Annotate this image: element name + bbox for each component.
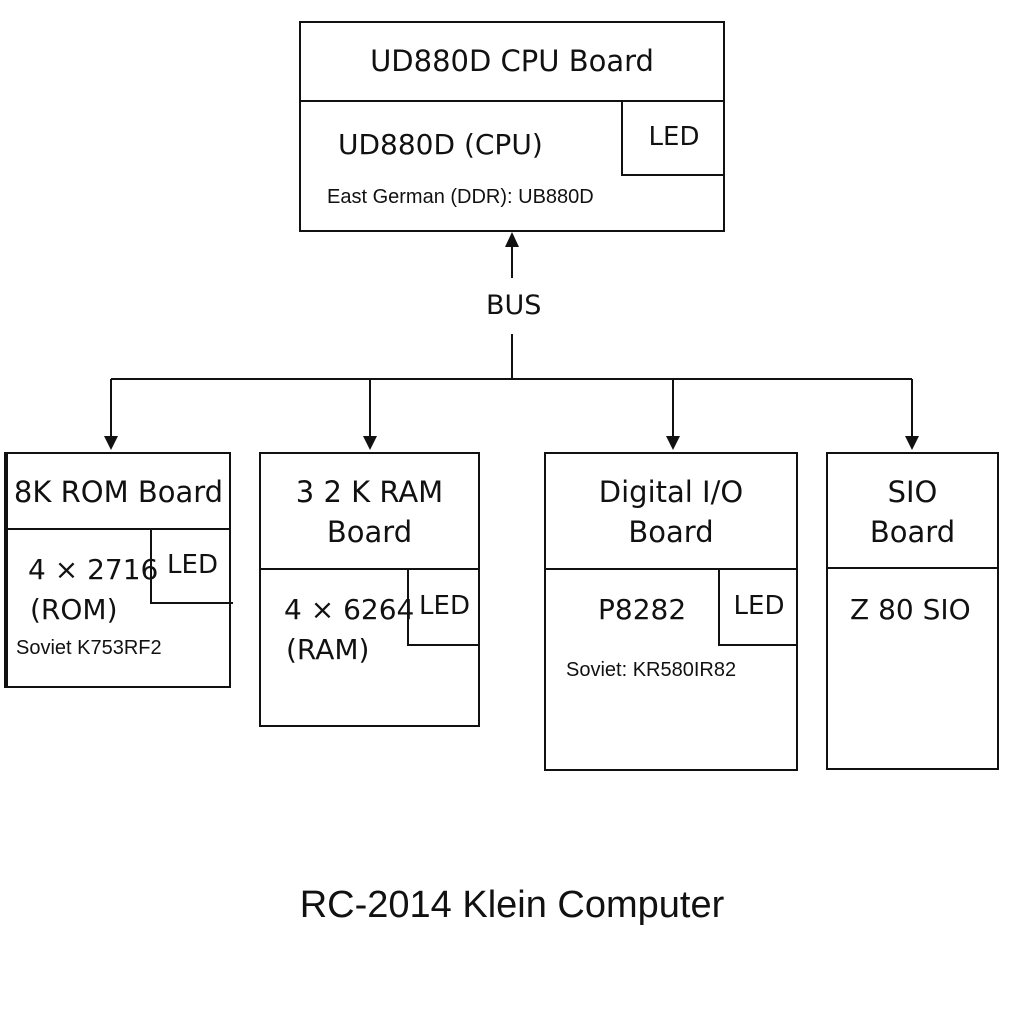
bus-to-cpu-arrowhead (505, 232, 519, 247)
ram-chip-line-1: 4 × 6264 (284, 593, 415, 626)
digital-io-board: Digital I/O Board P8282 LED Soviet: KR58… (544, 452, 798, 771)
cpu-board-divider (301, 100, 723, 102)
cpu-board: UD880D CPU Board UD880D (CPU) LED East G… (299, 21, 725, 232)
dio-board-header-line-2: Board (628, 515, 714, 549)
rom-note: Soviet K753RF2 (16, 637, 162, 659)
bus-drop-ram-arrowhead (363, 436, 377, 450)
cpu-led-label: LED (648, 122, 700, 152)
sio-board-header-line-2: Board (869, 515, 956, 549)
rom-chip-line-1: 4 × 2716 (28, 553, 159, 586)
sio-board-header-line-1: SIO (887, 475, 938, 509)
ram-board-header-line-2: Board (326, 515, 413, 549)
diagram-title: RC-2014 Klein Computer (299, 884, 725, 926)
ram-led-label: LED (419, 591, 470, 621)
cpu-led: LED (621, 100, 725, 176)
bus-drop-rom-arrowhead (104, 436, 118, 450)
dio-board-divider (546, 568, 796, 570)
rom-led: LED (150, 528, 233, 604)
dio-note: Soviet: KR580IR82 (566, 659, 737, 681)
bus-drop-dio-arrowhead (666, 436, 680, 450)
ram-board-header-line-1: 3 2 K RAM (295, 475, 444, 509)
ram-board: 3 2 K RAM Board 4 × 6264 (RAM) LED (259, 452, 480, 727)
cpu-board-header: UD880D CPU Board (370, 44, 654, 78)
rom-led-label: LED (167, 550, 218, 580)
dio-board-header-line-1: Digital I/O (598, 475, 744, 509)
rom-board: 8K ROM Board 4 × 2716 (ROM) LED Soviet K… (4, 452, 233, 688)
rom-chip-line-2: (ROM) (30, 593, 118, 626)
cpu-chip-label: UD880D (CPU) (338, 128, 543, 161)
rom-board-header: 8K ROM Board (13, 475, 224, 509)
cpu-note: East German (DDR): UB880D (327, 186, 594, 208)
sio-board-divider (828, 567, 997, 569)
dio-chip-label: P8282 (598, 593, 687, 626)
dio-led-label: LED (733, 591, 785, 621)
sio-board: SIO Board Z 80 SIO (826, 452, 999, 770)
sio-chip-label: Z 80 SIO (850, 593, 971, 626)
ram-led: LED (407, 568, 480, 646)
bus-drop-sio-arrowhead (905, 436, 919, 450)
dio-led: LED (718, 568, 798, 646)
rom-board-divider (8, 528, 229, 530)
bus-label: BUS (486, 290, 542, 321)
ram-chip-line-2: (RAM) (286, 633, 370, 666)
ram-board-divider (261, 568, 478, 570)
